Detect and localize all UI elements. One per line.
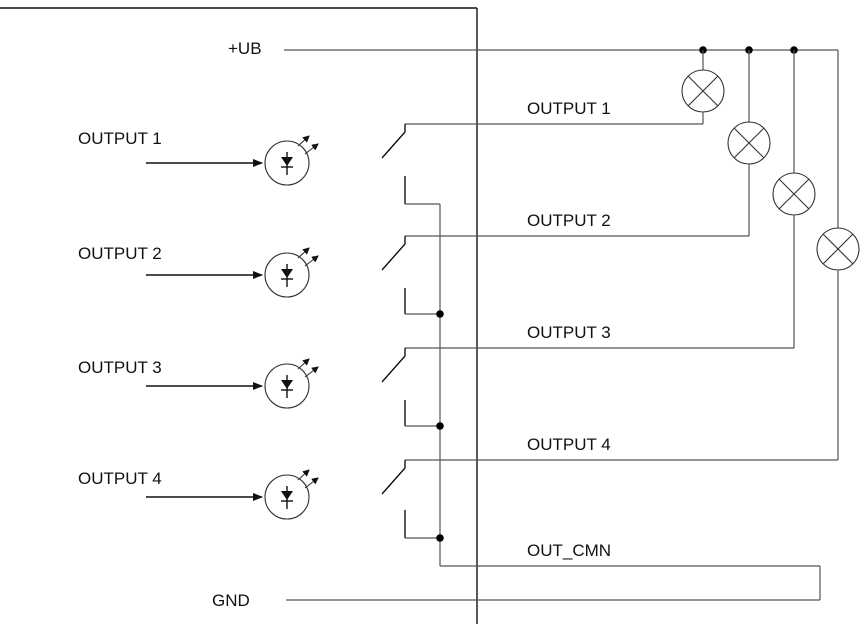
- lamp-1: [681, 50, 725, 124]
- input-channel-3: OUTPUT 3: [78, 358, 319, 409]
- lamp-2: [727, 50, 771, 236]
- module-enclosure: [0, 7, 478, 624]
- lamp-4: [816, 227, 860, 460]
- relay-contact-3: [381, 348, 440, 427]
- input-label-3: OUTPUT 3: [78, 358, 162, 377]
- common-bus: [286, 204, 821, 601]
- output-label-1: OUTPUT 1: [527, 99, 611, 118]
- input-channel-1: OUTPUT 1: [78, 129, 319, 186]
- lamp-3: [772, 50, 816, 348]
- input-channel-4: OUTPUT 4: [78, 469, 319, 520]
- input-channel-2: OUTPUT 2: [78, 244, 319, 298]
- supply-label: +UB: [228, 39, 262, 58]
- input-label-1: OUTPUT 1: [78, 129, 162, 148]
- relay-contact-1: [381, 124, 440, 205]
- output-label-4: OUTPUT 4: [527, 435, 611, 454]
- output-label-3: OUTPUT 3: [527, 323, 611, 342]
- common-label: OUT_CMN: [527, 541, 611, 560]
- output-wires: [405, 123, 838, 461]
- ground-label: GND: [212, 591, 250, 610]
- input-label-2: OUTPUT 2: [78, 244, 162, 263]
- supply-rail: +UB: [228, 39, 839, 228]
- input-label-4: OUTPUT 4: [78, 469, 162, 488]
- relay-contact-2: [381, 236, 440, 315]
- relay-contact-4: [381, 460, 440, 539]
- output-label-2: OUTPUT 2: [527, 211, 611, 230]
